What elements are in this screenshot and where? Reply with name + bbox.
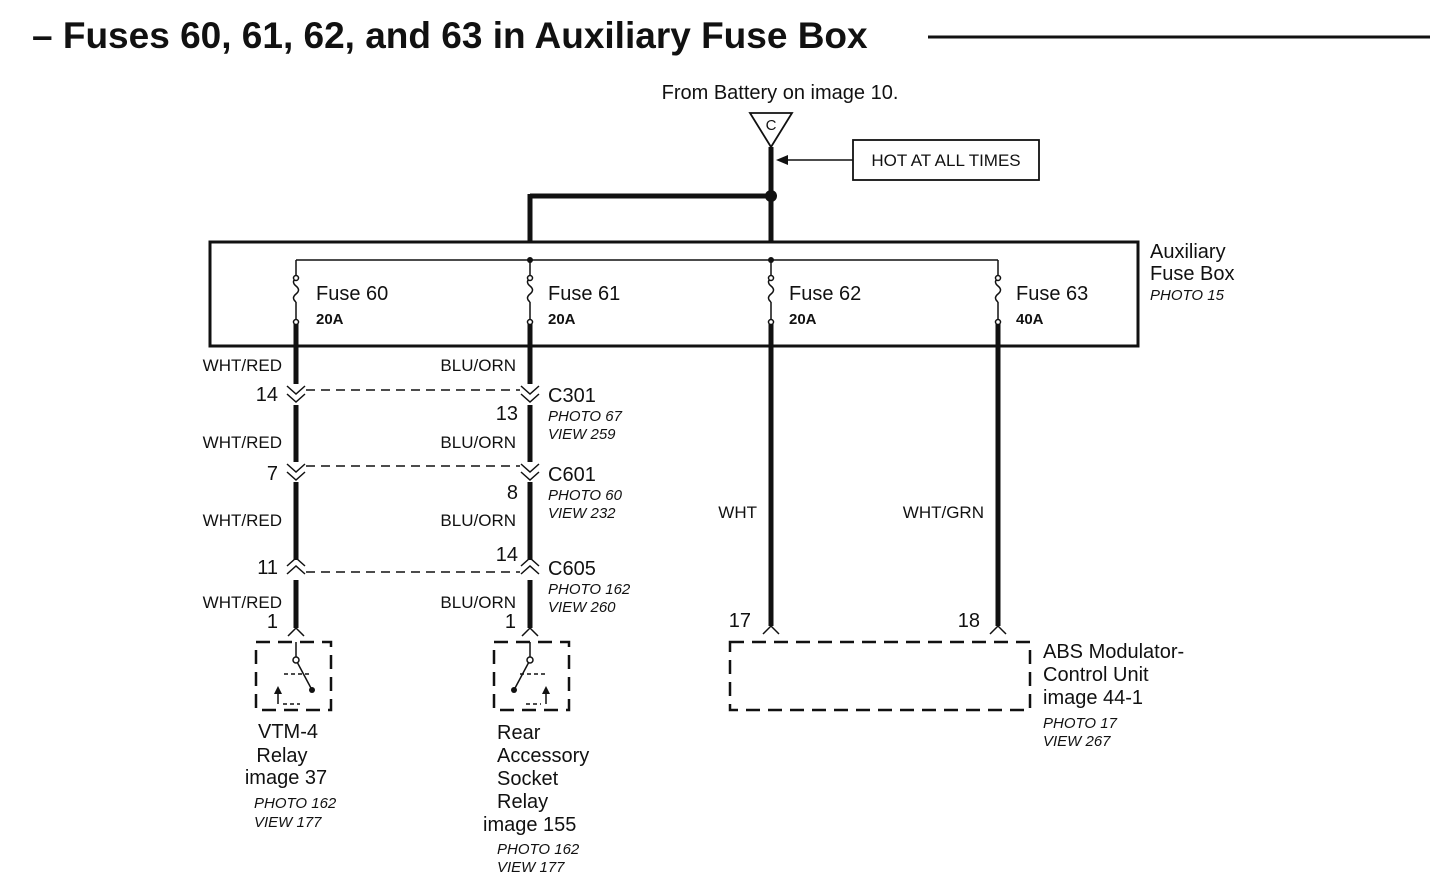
rear-name-line4: Relay <box>497 791 548 813</box>
wire-color-wht-red-4: WHT/RED <box>203 593 282 612</box>
hot-at-all-times-box <box>852 139 1040 181</box>
fuse-box-name-line1: Auxiliary <box>1150 241 1226 263</box>
c301-left-pin: 14 <box>256 384 278 406</box>
wire-color-blu-orn-2: BLU/ORN <box>440 433 516 452</box>
fuse-63-name: Fuse 63 <box>1016 283 1088 305</box>
wire-color-wht-red-3: WHT/RED <box>203 511 282 530</box>
abs-photo: PHOTO 17 <box>1043 715 1118 732</box>
fuse-61-rating: 20A <box>548 311 576 328</box>
connector-c605-symbols <box>286 556 540 575</box>
rear-view: VIEW 177 <box>497 859 565 876</box>
rear-name-line2: Accessory <box>497 745 589 767</box>
c301-name: C301 <box>548 385 596 407</box>
abs-view: VIEW 267 <box>1043 733 1111 750</box>
abs-name-line3: image 44-1 <box>1043 687 1143 709</box>
c605-name: C605 <box>548 558 596 580</box>
c605-left-pin: 11 <box>257 557 278 579</box>
wire-color-wht-red-1: WHT/RED <box>203 356 282 375</box>
wire-color-blu-orn-1: BLU/ORN <box>440 356 516 375</box>
abs-terminal-18 <box>989 624 1007 635</box>
wire-color-wht-grn: WHT/GRN <box>903 503 984 522</box>
source-label: From Battery on image 10. <box>662 82 899 104</box>
battery-connector-letter: C <box>766 117 777 134</box>
vtm4-photo: PHOTO 162 <box>254 795 337 812</box>
fuse-63 <box>994 260 1002 326</box>
fuse-box-photo: PHOTO 15 <box>1150 287 1225 304</box>
c601-photo: PHOTO 60 <box>548 487 623 504</box>
rear-socket-relay-box <box>492 640 571 712</box>
fuse-61-name: Fuse 61 <box>548 283 620 305</box>
vtm4-relay-box <box>254 640 333 712</box>
wire-color-blu-orn-4: BLU/ORN <box>440 593 516 612</box>
hot-at-all-times-label: HOT AT ALL TIMES <box>871 151 1020 170</box>
splice-dot <box>765 190 777 202</box>
wire-color-wht: WHT <box>718 503 757 522</box>
rear-name-line1: Rear <box>497 722 541 744</box>
fuse-62 <box>767 260 775 326</box>
vtm4-name-line1: VTM-4 <box>258 721 318 743</box>
connector-c601-symbols <box>286 463 540 482</box>
c301-right-pin: 13 <box>496 403 518 425</box>
c605-view: VIEW 260 <box>548 599 616 616</box>
rear-name-line5: image 155 <box>483 814 576 836</box>
rear-socket-relay-switch <box>511 642 550 705</box>
fuse-60-name: Fuse 60 <box>316 283 388 305</box>
fuse-box-name-line2: Fuse Box <box>1150 263 1234 285</box>
vtm4-pin: 1 <box>267 611 278 633</box>
c601-name: C601 <box>548 464 596 486</box>
abs-unit-box <box>728 640 1032 712</box>
vtm4-view: VIEW 177 <box>254 814 322 831</box>
note-arrow-head <box>776 155 788 165</box>
fuse-60-rating: 20A <box>316 311 344 328</box>
c601-view: VIEW 232 <box>548 505 616 522</box>
rear-name-line3: Socket <box>497 768 559 790</box>
rear-terminal <box>521 626 539 637</box>
c601-left-pin: 7 <box>267 463 278 485</box>
c301-view: VIEW 259 <box>548 426 616 443</box>
wire-color-wht-red-2: WHT/RED <box>203 433 282 452</box>
fuse-61 <box>526 260 534 326</box>
abs-name-line1: ABS Modulator- <box>1043 641 1184 663</box>
fuse-63-rating: 40A <box>1016 311 1044 328</box>
abs-terminal-17 <box>762 624 780 635</box>
c601-right-pin: 8 <box>507 482 518 504</box>
diagram-title: – Fuses 60, 61, 62, and 63 in Auxiliary … <box>32 15 868 56</box>
c605-photo: PHOTO 162 <box>548 581 631 598</box>
abs-pin-18: 18 <box>958 610 980 632</box>
vtm4-name-line2: Relay <box>256 745 307 767</box>
rear-photo: PHOTO 162 <box>497 841 580 858</box>
rear-pin: 1 <box>505 611 516 633</box>
wire-color-blu-orn-3: BLU/ORN <box>440 511 516 530</box>
connector-c301-symbols <box>286 385 540 404</box>
vtm4-terminal <box>287 626 305 637</box>
fuse-62-name: Fuse 62 <box>789 283 861 305</box>
abs-pin-17: 17 <box>729 610 751 632</box>
fuse-60 <box>292 260 300 326</box>
auxiliary-fuse-box <box>208 240 1140 348</box>
c301-photo: PHOTO 67 <box>548 408 623 425</box>
battery-connector-symbol <box>748 112 794 149</box>
c605-right-pin: 14 <box>496 544 518 566</box>
vtm4-relay-switch <box>274 642 315 705</box>
vtm4-name-line3: image 37 <box>245 767 327 789</box>
fuse-62-rating: 20A <box>789 311 817 328</box>
abs-name-line2: Control Unit <box>1043 664 1149 686</box>
